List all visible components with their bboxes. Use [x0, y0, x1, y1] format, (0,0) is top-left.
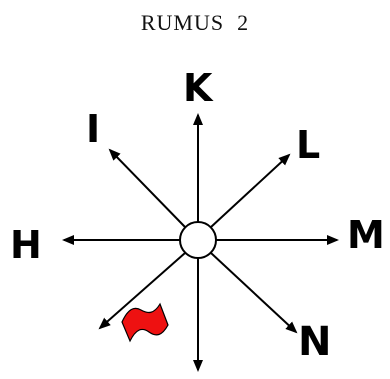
label-north-west: I: [86, 107, 101, 151]
label-north: K: [183, 66, 213, 110]
label-south-east: N: [298, 319, 332, 365]
label-east: M: [347, 213, 385, 257]
flag-icon: [121, 302, 169, 343]
label-west: H: [10, 223, 42, 267]
center-circle: [179, 221, 217, 259]
arrow-south-east: [210, 252, 298, 334]
page-title: RUMUS 2: [140, 10, 250, 35]
arrow-north-west: [108, 148, 186, 228]
arrow-south-west: [98, 252, 186, 330]
label-north-east: L: [296, 123, 321, 167]
arrow-north-east: [210, 153, 291, 228]
